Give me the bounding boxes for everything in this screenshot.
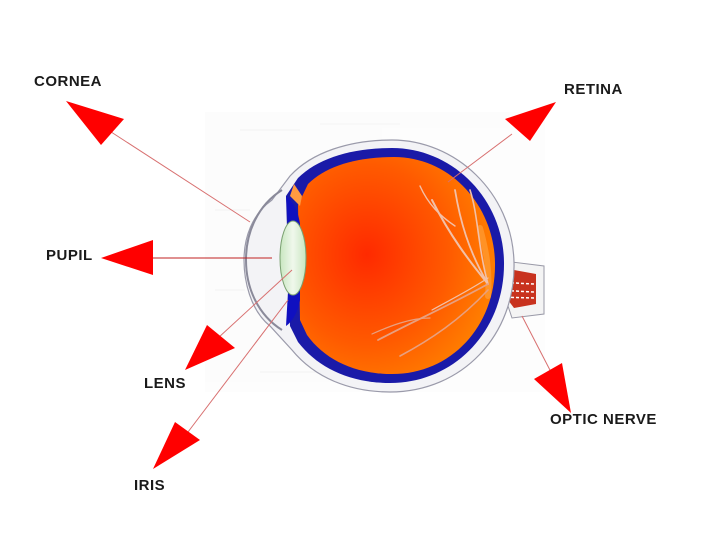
leader-line-lens: [217, 269, 293, 339]
leader-line-retina: [447, 133, 513, 183]
iris: [286, 184, 302, 326]
retina-vessels: [371, 185, 492, 357]
leader-line-iris: [187, 299, 289, 433]
cornea: [244, 189, 283, 331]
arrow-iris: [153, 422, 200, 469]
leader-line-cornea: [104, 127, 251, 223]
arrow-pupil: [101, 240, 153, 275]
leader-line-optic: [521, 315, 553, 375]
arrow-cornea: [66, 101, 124, 145]
label-optic-nerve: OPTIC NERVE: [550, 411, 657, 428]
leader-lines: [104, 127, 553, 433]
label-lens: LENS: [144, 375, 187, 392]
eyeball: [298, 157, 496, 374]
label-pupil: PUPIL: [46, 247, 93, 264]
arrow-lens: [185, 325, 235, 370]
pointer-arrows: [66, 101, 571, 469]
label-cornea: CORNEA: [34, 73, 103, 90]
arrow-optic: [534, 363, 571, 413]
label-retina: RETINA: [564, 81, 623, 98]
label-iris: IRIS: [134, 477, 166, 494]
arrow-retina: [505, 102, 556, 141]
lens: [279, 220, 307, 296]
